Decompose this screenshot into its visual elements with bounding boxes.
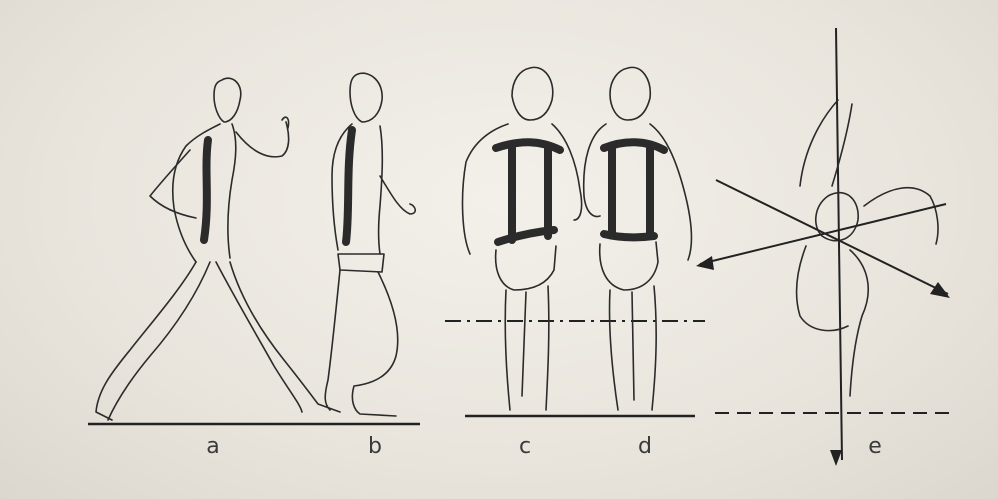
figure-b-walker [325, 73, 415, 416]
label-c: c [510, 434, 540, 459]
label-a: a [198, 434, 228, 459]
figure-c-walker [463, 67, 582, 410]
arrow-head-down [830, 450, 842, 466]
label-e: e [860, 434, 890, 459]
force-arrow-lower [700, 204, 946, 264]
figure-d-walker [584, 67, 692, 410]
figure-e-walker [696, 28, 950, 466]
force-arrow-upper [716, 180, 948, 294]
figure-a-walker [96, 78, 340, 420]
force-arrowhead-upper [930, 282, 950, 298]
vertical-axis-arrow [836, 28, 842, 460]
force-arrowhead-lower [696, 256, 714, 270]
label-d: d [630, 434, 660, 459]
label-b: b [360, 434, 390, 459]
